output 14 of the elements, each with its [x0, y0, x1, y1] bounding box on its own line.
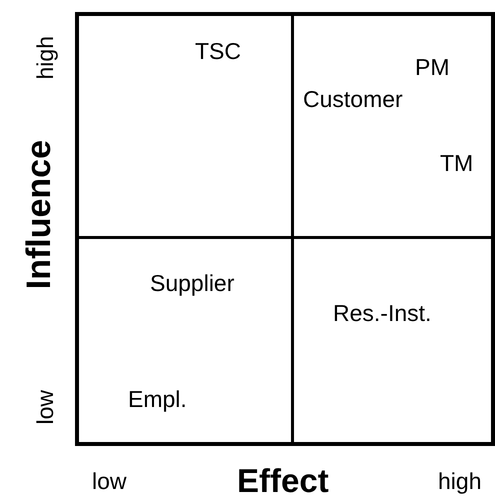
axis-title: Effect [237, 464, 329, 497]
stakeholder-label: TM [440, 152, 474, 175]
stakeholder-label: Empl. [128, 388, 187, 411]
stakeholder-label: Res.-Inst. [333, 302, 432, 325]
axis-end-label: high [34, 36, 57, 80]
stakeholder-label: Customer [303, 88, 403, 111]
stakeholder-label: Supplier [150, 272, 234, 295]
quadrant [79, 16, 294, 239]
stakeholder-label: TSC [195, 40, 241, 63]
axis-end-label: low [34, 390, 57, 425]
axis-end-label: high [438, 470, 482, 493]
axis-title: Influence [22, 140, 56, 290]
stakeholder-label: PM [415, 56, 450, 79]
axis-end-label: low [92, 470, 127, 493]
